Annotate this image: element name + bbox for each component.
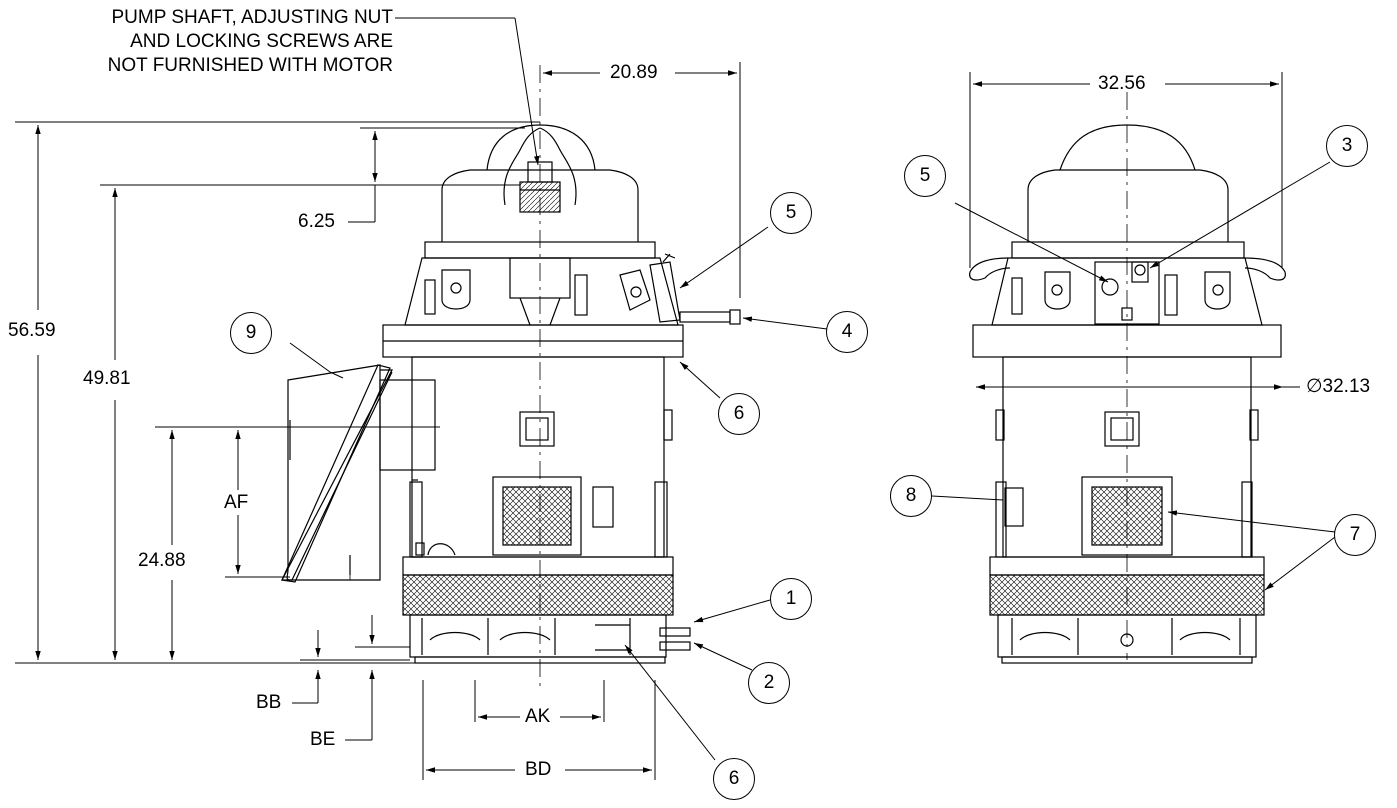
dim-be: BE bbox=[310, 729, 336, 750]
dim-24-88: 24.88 bbox=[138, 550, 186, 571]
balloon-5-left: 5 bbox=[770, 192, 812, 234]
left-lower-flange bbox=[402, 556, 674, 576]
left-dome-cap bbox=[486, 124, 596, 171]
left-upper-frame bbox=[404, 257, 679, 326]
terminal-box bbox=[286, 364, 381, 581]
right-dome-cap bbox=[1059, 124, 1196, 171]
dim-ak: AK bbox=[525, 706, 551, 727]
right-drip-cover bbox=[1027, 169, 1229, 242]
right-hatched-band bbox=[989, 574, 1265, 616]
dim-49-81: 49.81 bbox=[83, 368, 131, 389]
balloon-1: 1 bbox=[770, 578, 812, 620]
left-base bbox=[409, 614, 667, 658]
balloon-4: 4 bbox=[826, 311, 868, 353]
shaft-note: PUMP SHAFT, ADJUSTING NUT AND LOCKING SC… bbox=[108, 6, 393, 78]
balloon-7: 7 bbox=[1334, 514, 1376, 556]
dim-20-89: 20.89 bbox=[610, 62, 658, 83]
dim-bd: BD bbox=[525, 759, 552, 780]
dim-32-56: 32.56 bbox=[1098, 73, 1146, 94]
left-vent-screen bbox=[492, 476, 582, 556]
balloon-6-upper: 6 bbox=[718, 393, 760, 435]
terminal-box-hood bbox=[281, 364, 391, 583]
balloon-8: 8 bbox=[890, 475, 932, 517]
left-hatched-band bbox=[402, 574, 674, 616]
dim-bb: BB bbox=[256, 692, 282, 713]
shaft-note-line-3: NOT FURNISHED WITH MOTOR bbox=[107, 55, 393, 76]
balloon-9: 9 bbox=[230, 312, 272, 354]
dim-af: AF bbox=[224, 492, 249, 513]
balloon-3: 3 bbox=[1326, 125, 1368, 167]
shaft-note-line-2: AND LOCKING SCREWS ARE bbox=[130, 31, 393, 52]
balloon-5-right: 5 bbox=[904, 155, 946, 197]
balloon-6-lower: 6 bbox=[713, 758, 755, 800]
dim-56-59: 56.59 bbox=[8, 320, 56, 341]
balloon-2: 2 bbox=[748, 662, 790, 704]
shaft-note-line-1: PUMP SHAFT, ADJUSTING NUT bbox=[111, 7, 393, 28]
dim-6-25: 6.25 bbox=[298, 211, 335, 232]
dim-diameter-32-13: ∅32.13 bbox=[1306, 376, 1371, 397]
